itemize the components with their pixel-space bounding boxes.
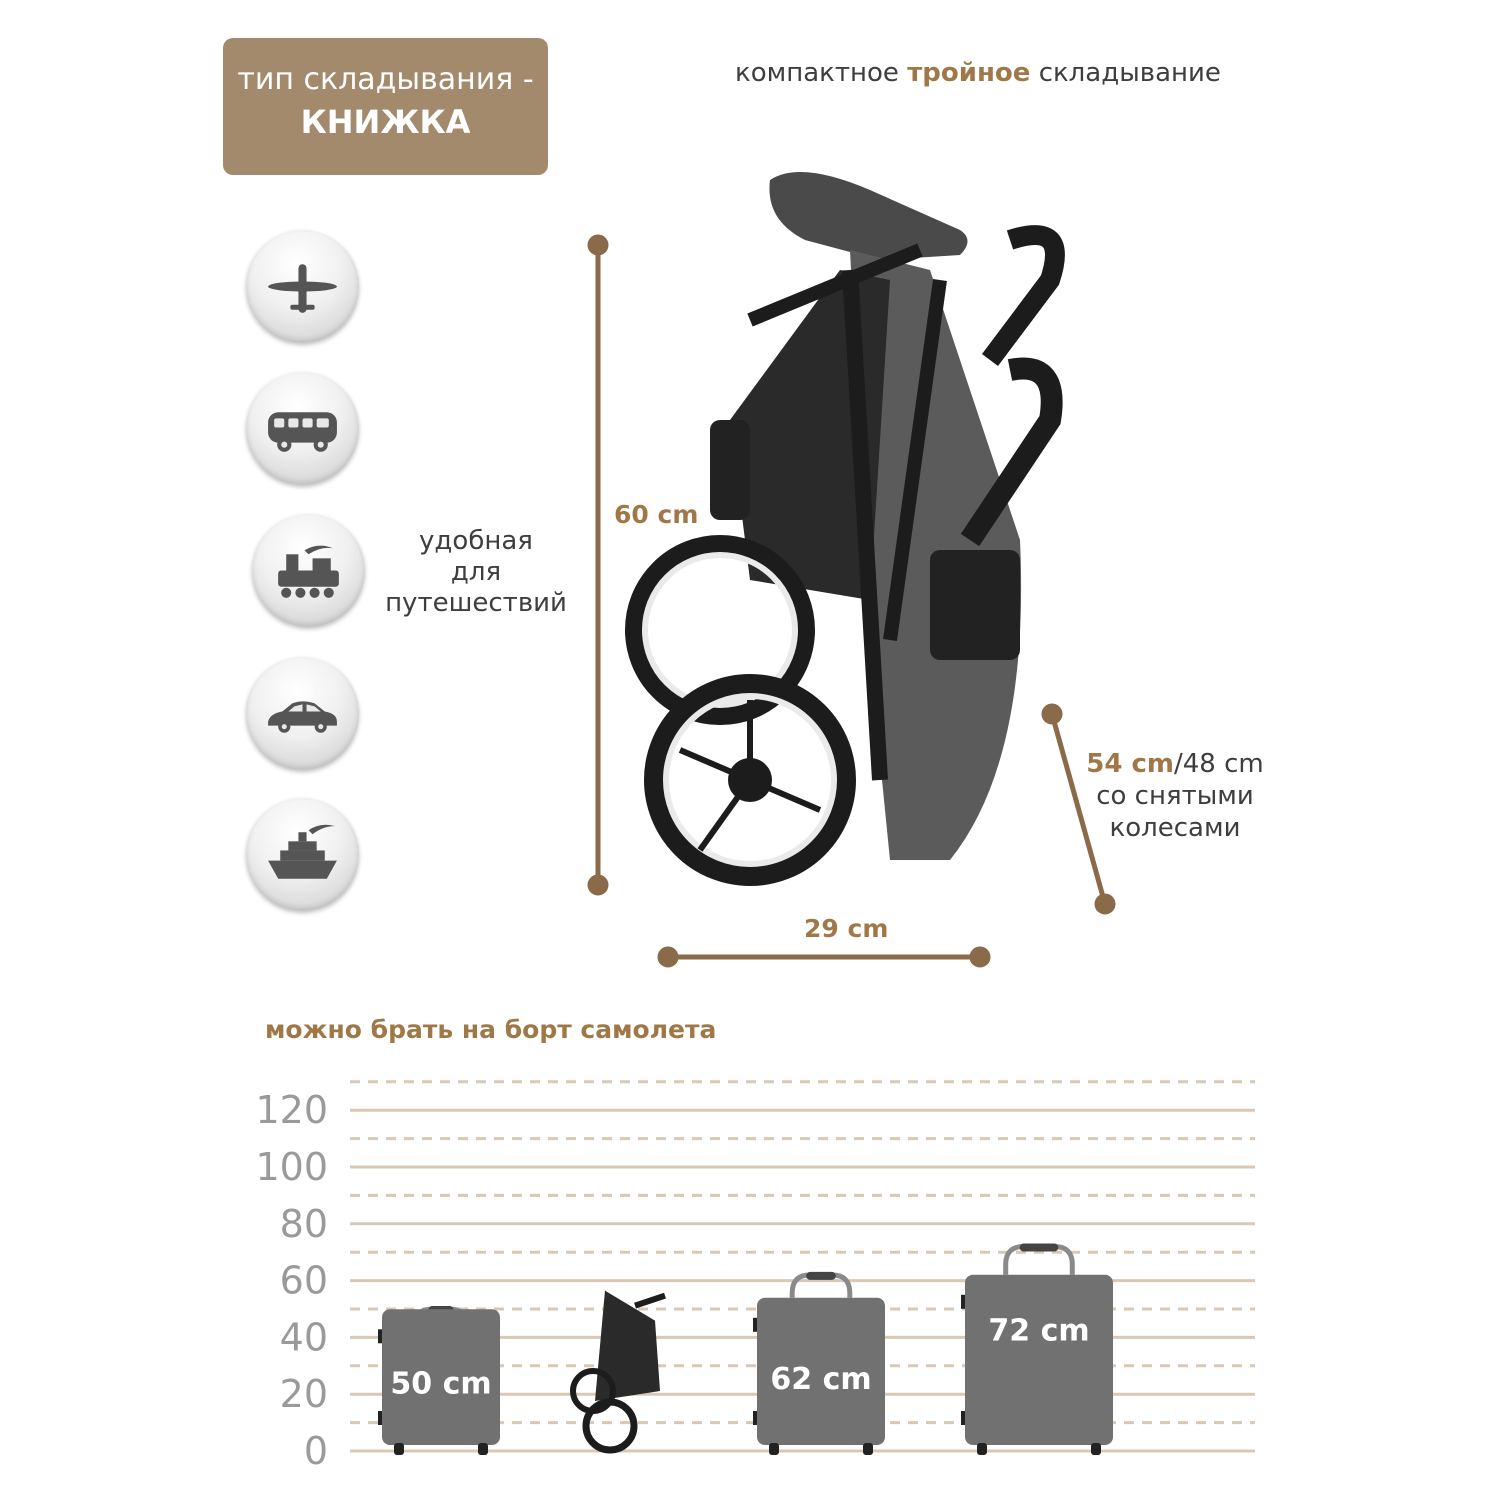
- fold-type-badge: тип складывания - КНИЖКА: [223, 38, 548, 175]
- y-tick-label: 20: [280, 1372, 328, 1416]
- y-tick-label: 100: [255, 1145, 328, 1189]
- suitcase-bar: 50 cm: [378, 1306, 500, 1455]
- train-icon: [252, 514, 365, 627]
- fold-type-label: тип складывания -: [237, 62, 534, 97]
- y-tick-label: 40: [280, 1315, 328, 1359]
- y-tick-label: 60: [280, 1259, 328, 1303]
- travel-line-2: для: [450, 557, 502, 587]
- suitcase-bar: 62 cm: [753, 1271, 885, 1455]
- airplane-icon: [246, 230, 359, 343]
- travel-caption: удобная для путешествий: [380, 526, 572, 619]
- length-alt: /48 cm: [1174, 749, 1264, 779]
- length-label: 54 cm/48 cm со снятыми колесами: [1080, 748, 1270, 844]
- y-tick-label: 0: [304, 1429, 328, 1473]
- ship-icon: [246, 798, 359, 911]
- suitcase-value-label: 72 cm: [988, 1313, 1089, 1348]
- suitcase-value-label: 62 cm: [770, 1362, 871, 1397]
- heading-accent: тройное: [907, 58, 1031, 88]
- heading-post: складывание: [1038, 58, 1221, 88]
- fold-heading: компактное тройное складывание: [735, 58, 1221, 88]
- length-main: 54 cm: [1086, 749, 1174, 779]
- travel-line-3: путешествий: [385, 588, 567, 618]
- suitcase-bar: 72 cm: [961, 1243, 1113, 1455]
- travel-line-1: удобная: [419, 526, 533, 556]
- height-label: 60 cm: [614, 500, 699, 529]
- suitcase-value-label: 50 cm: [390, 1366, 491, 1401]
- length-values: 54 cm/48 cm: [1080, 748, 1270, 780]
- length-note-1: со снятыми: [1096, 781, 1254, 811]
- heading-pre: компактное: [735, 58, 899, 88]
- y-tick-label: 120: [255, 1088, 328, 1132]
- suitcase-body: [757, 1297, 885, 1445]
- length-note-2: колесами: [1109, 813, 1241, 843]
- width-label: 29 cm: [804, 914, 889, 943]
- suitcase-body: [965, 1274, 1113, 1445]
- folded-stroller-image: [590, 160, 1120, 940]
- folded-stroller-mark: [570, 1290, 666, 1454]
- board-title: можно брать на борт самолета: [265, 1015, 717, 1044]
- car-icon: [246, 657, 359, 770]
- bus-icon: [246, 372, 359, 485]
- suitcase-body: [382, 1309, 500, 1445]
- y-tick-label: 80: [280, 1202, 328, 1246]
- fold-type-value: КНИЖКА: [300, 103, 471, 141]
